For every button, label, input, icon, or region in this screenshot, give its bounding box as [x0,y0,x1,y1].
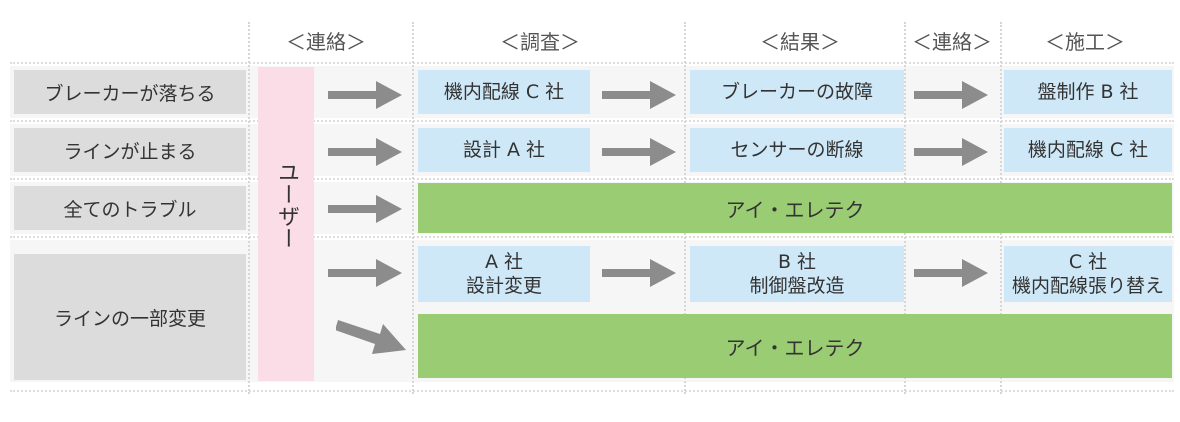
user-label: ユーザー [274,161,299,249]
survey-company-box: 機内配線 C 社 [418,70,590,114]
handler-bar: アイ・エレテク [418,314,1172,378]
survey-company: 機内配線 C 社 [443,81,565,103]
arrow-right-icon [602,259,676,287]
result-box: B 社 制御盤改造 [690,246,904,302]
row-divider [10,178,1174,180]
result-text: センサーの断線 [730,139,864,161]
construction-company-box: C 社 機内配線張り替え [1004,246,1172,302]
arrow-diagonal-icon [336,320,406,354]
arrow-right-icon [602,138,676,166]
column-header-contact: ＜連絡＞ [286,30,366,54]
construction-action: 機内配線張り替え [1011,275,1164,297]
column-divider [412,22,414,394]
arrow-right-icon [328,138,402,166]
result-text: ブレーカーの故障 [720,81,873,103]
result-box: ブレーカーの故障 [690,70,904,114]
result-company: B 社 [777,251,817,273]
issue-box: 全てのトラブル [14,186,246,230]
construction-company: 機内配線 C 社 [1027,139,1149,161]
column-header-result: ＜結果＞ [760,30,840,54]
issue-box: ブレーカーが落ちる [14,70,246,114]
row-divider [10,120,1174,122]
result-box: センサーの断線 [690,128,904,172]
handler-bar: アイ・エレテク [418,183,1172,233]
result-text: 制御盤改造 [749,275,845,297]
row-divider [10,390,1174,392]
construction-company: 盤制作 B 社 [1037,81,1139,103]
user-box: ユーザー [258,67,314,381]
survey-company: A 社 [484,251,524,273]
construction-company: C 社 [1068,251,1108,273]
row-divider [10,62,1174,64]
column-header-contact: ＜連絡＞ [912,30,992,54]
survey-company-box: A 社 設計変更 [418,246,590,302]
survey-action: 設計変更 [465,275,542,297]
arrow-right-icon [328,195,402,223]
column-header-construction: ＜施工＞ [1045,30,1125,54]
arrow-right-icon [914,259,988,287]
construction-company-box: 盤制作 B 社 [1004,70,1172,114]
arrow-right-icon [914,138,988,166]
issue-box: ラインが止まる [14,128,246,172]
survey-company: 設計 A 社 [462,139,546,161]
arrow-right-icon [914,81,988,109]
survey-company-box: 設計 A 社 [418,128,590,172]
row-divider [10,236,1174,238]
arrow-right-icon [328,81,402,109]
arrow-right-icon [328,259,402,287]
issue-box: ラインの一部変更 [14,254,246,380]
column-divider [248,22,250,394]
construction-company-box: 機内配線 C 社 [1004,128,1172,172]
arrow-right-icon [602,81,676,109]
column-header-survey: ＜調査＞ [500,30,580,54]
